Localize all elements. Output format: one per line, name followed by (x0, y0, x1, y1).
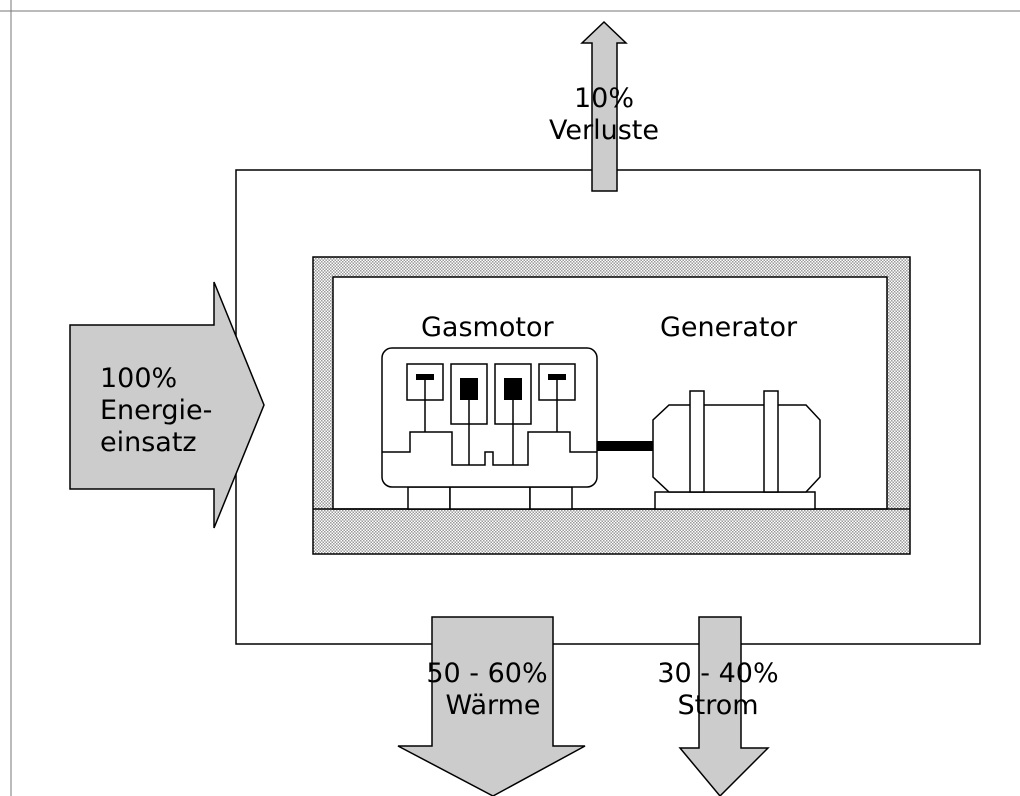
generator-label: Generator (660, 312, 798, 343)
engine-foot-1 (407, 486, 451, 510)
engine-foot-2 (449, 486, 531, 510)
heat-arrow (397, 616, 586, 796)
power-label: Strom (677, 690, 758, 721)
engine-foot-3 (529, 486, 573, 510)
piston-1 (416, 374, 434, 380)
gas-engine (381, 347, 598, 510)
heat-label: Wärme (445, 690, 540, 721)
input-label-line1: Energie- (100, 395, 212, 426)
piston-4 (548, 374, 566, 380)
piston-2 (460, 378, 478, 400)
engine-label: Gasmotor (421, 312, 554, 343)
losses-label: Verluste (549, 115, 659, 146)
heat-percent: 50 - 60% (426, 658, 547, 689)
losses-arrow (580, 20, 628, 192)
power-percent: 30 - 40% (657, 658, 778, 689)
losses-percent: 10% (574, 83, 634, 114)
generator-base (654, 491, 816, 510)
engine-crankcase-line (382, 431, 597, 466)
input-label-line2: einsatz (100, 427, 197, 458)
generator-body (652, 404, 821, 493)
generator (652, 390, 821, 510)
energy-input-arrow (69, 281, 265, 529)
generator-ring-2 (763, 390, 779, 493)
input-percent: 100% (100, 363, 177, 394)
power-arrow (678, 616, 770, 796)
drive-shaft (597, 441, 653, 451)
generator-ring-1 (689, 390, 705, 493)
piston-3 (504, 378, 522, 400)
